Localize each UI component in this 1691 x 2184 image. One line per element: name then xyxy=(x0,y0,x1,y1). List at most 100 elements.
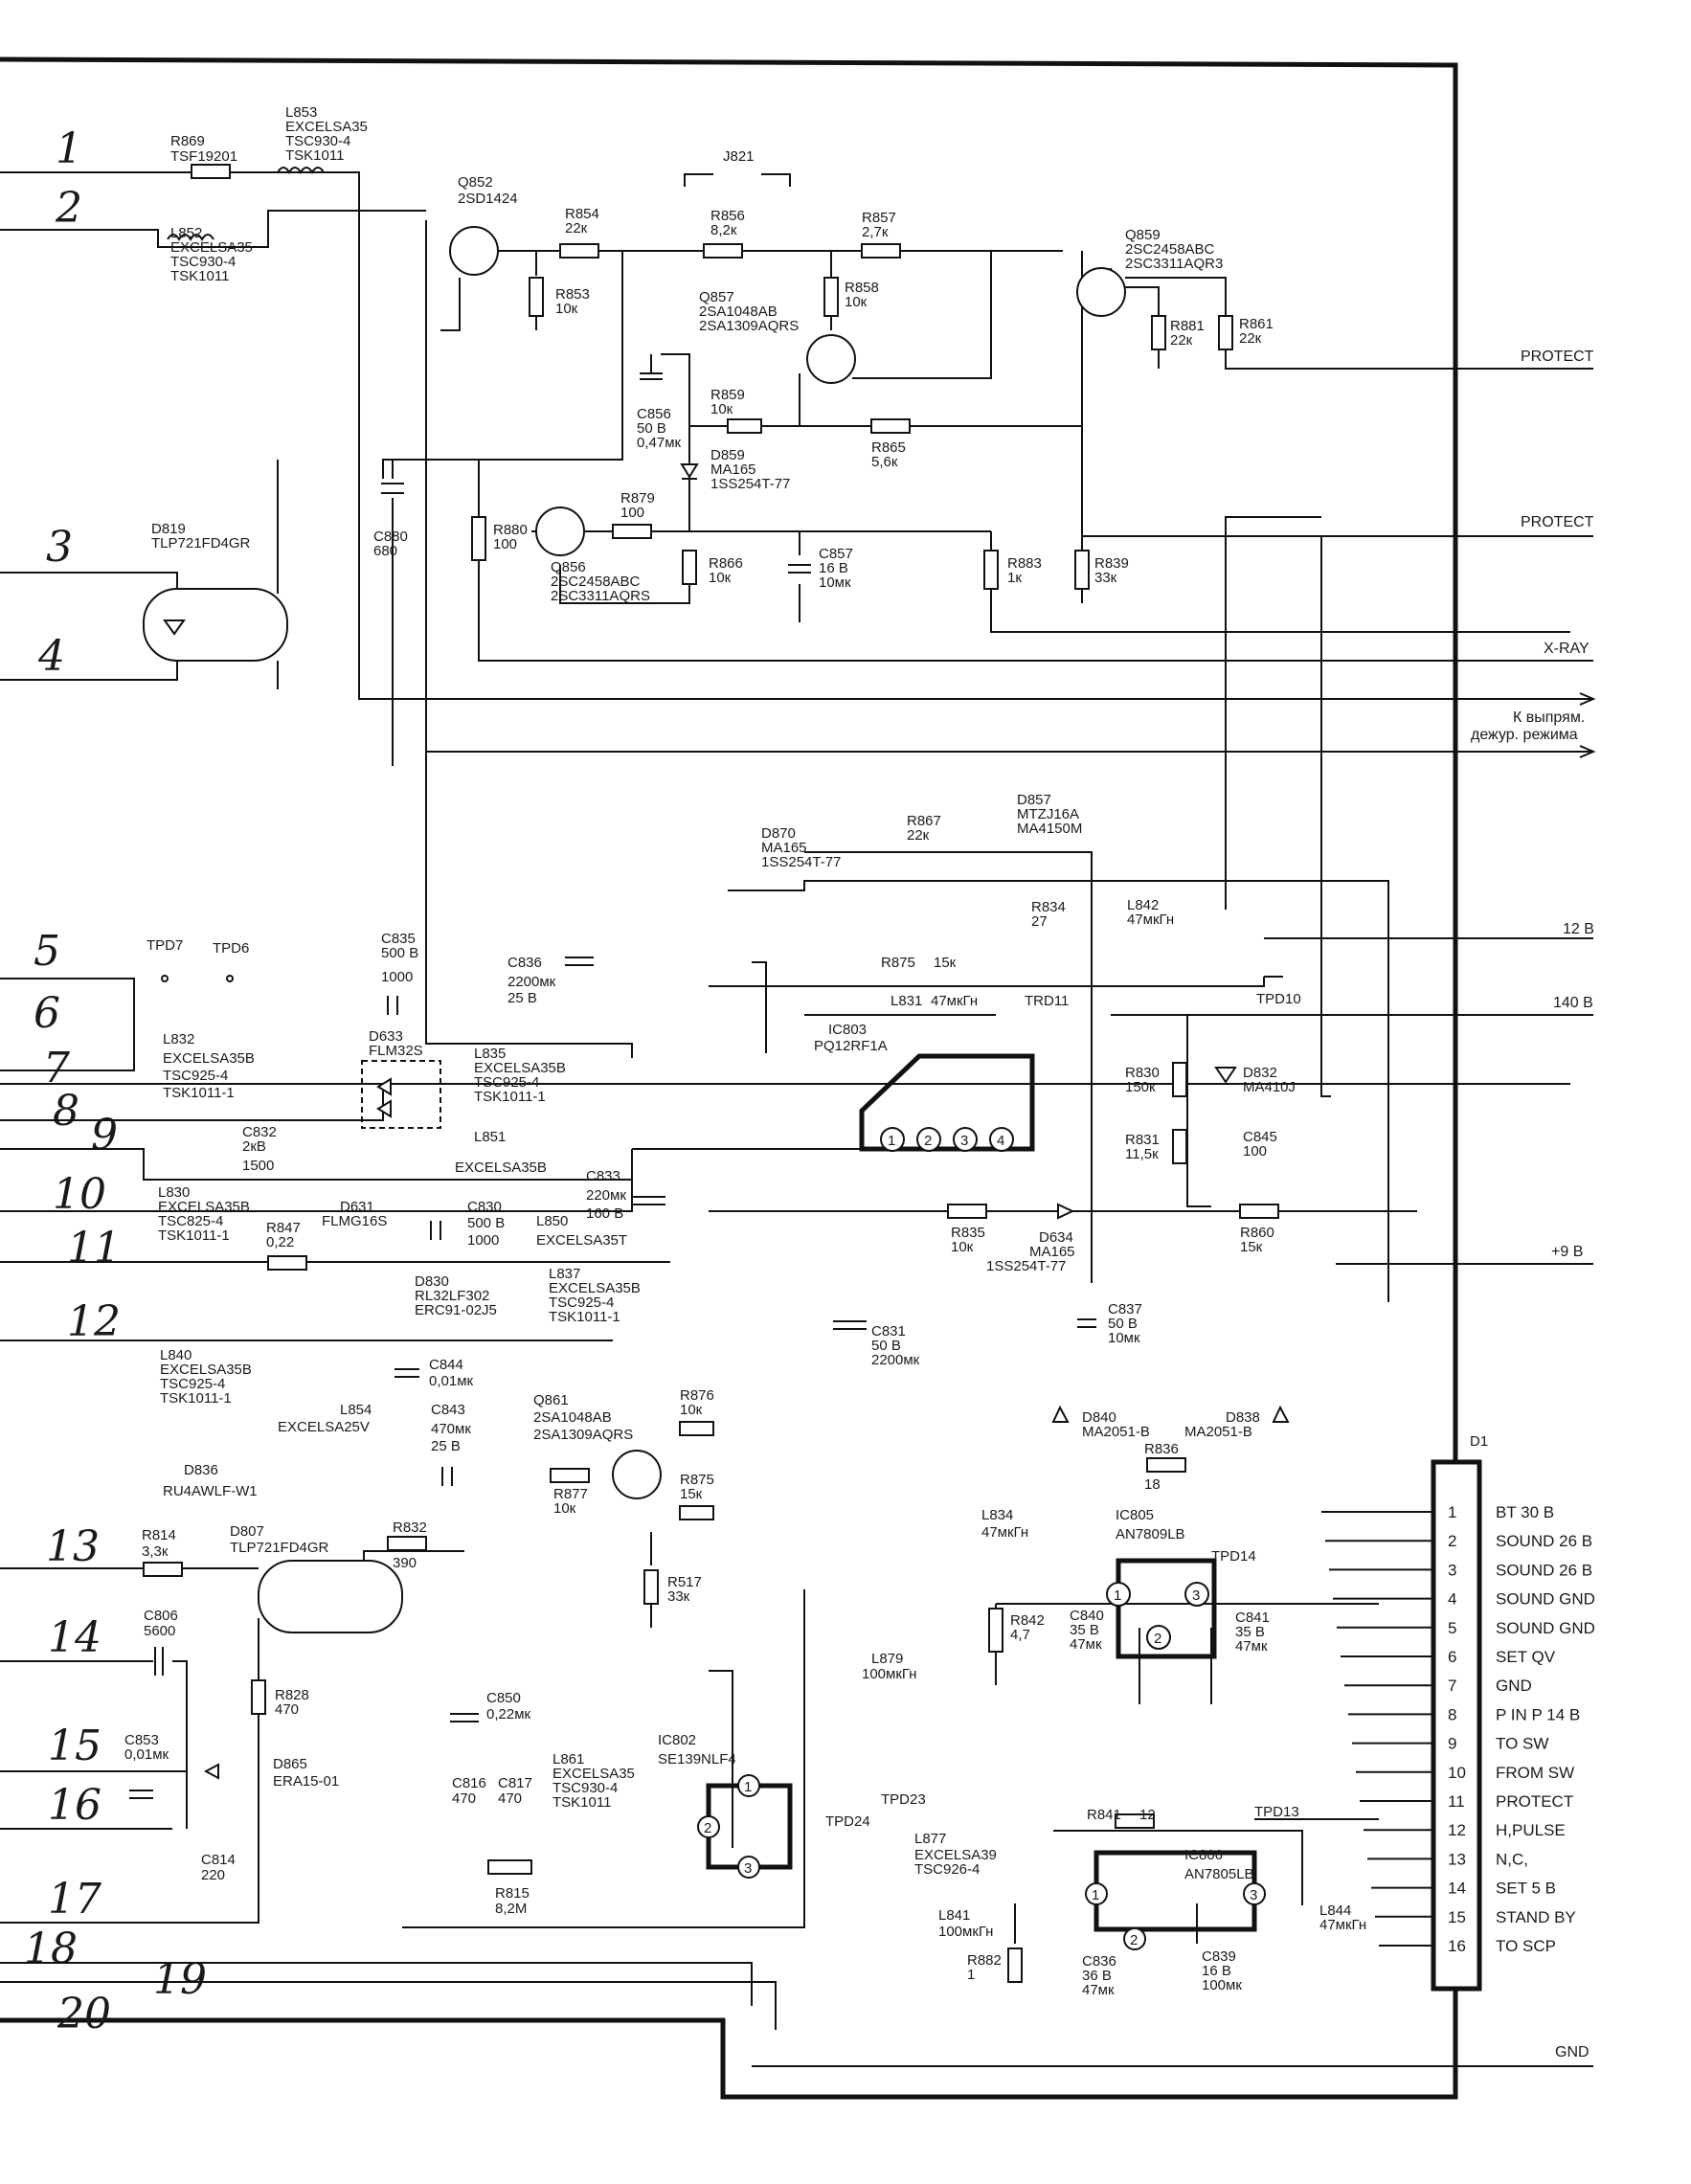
R815-value: 8,2M xyxy=(495,1901,527,1917)
TPD7-label: TPD7 xyxy=(147,937,183,954)
R832-name: R832 xyxy=(393,1520,427,1536)
C832-voltage: 2кВ xyxy=(242,1138,266,1155)
R882-name: R882 xyxy=(967,1952,1002,1969)
L853-type: EXCELSA35 xyxy=(285,119,368,135)
C853-value: 0,01мк xyxy=(124,1746,169,1763)
C857-value: 10мк xyxy=(819,574,851,591)
L830-alt2: TSK1011-1 xyxy=(158,1227,230,1244)
ic803-pin-2: 2 xyxy=(924,1133,932,1149)
C832-name: C832 xyxy=(242,1124,277,1140)
D859-part1: MA165 xyxy=(710,462,756,478)
C817-name: C817 xyxy=(498,1775,532,1791)
IC803-name: IC803 xyxy=(828,1022,867,1038)
R880-value: 100 xyxy=(493,536,517,552)
D857-part1: MTZJ16A xyxy=(1017,806,1079,822)
L853-alt2: TSK1011 xyxy=(285,147,344,164)
R879-name: R879 xyxy=(620,490,655,507)
net-protect-1: PROTECT xyxy=(1521,349,1594,365)
R875a-value: 15к xyxy=(934,955,957,971)
D830-part2: ERC91-02J5 xyxy=(415,1302,497,1318)
C835-voltage: 500 В xyxy=(381,945,418,961)
R876-name: R876 xyxy=(680,1387,714,1404)
TPD6-label: TPD6 xyxy=(213,940,249,957)
C833-value: 220мк xyxy=(586,1187,626,1204)
Q852-part: 2SD1424 xyxy=(458,191,518,207)
D634-part2: 1SS254T-77 xyxy=(986,1258,1066,1274)
C806-name: C806 xyxy=(144,1608,178,1624)
wire-number-17: 17 xyxy=(48,1875,101,1924)
D633-name: D633 xyxy=(369,1028,403,1045)
R814-value: 3,3к xyxy=(142,1543,169,1560)
handwritten-numbers: 1 2 3 4 5 6 7 8 9 10 11 12 13 14 15 16 1… xyxy=(24,124,207,2038)
L831-value: 47мкГн xyxy=(931,993,978,1009)
D807-name: D807 xyxy=(230,1523,264,1540)
IC805-part: AN7809LB xyxy=(1116,1526,1185,1542)
Q856-part2: 2SC3311AQRS xyxy=(551,588,650,604)
R879-value: 100 xyxy=(620,505,644,521)
Q856-part1: 2SC2458ABC xyxy=(551,574,641,590)
C814-value: 220 xyxy=(201,1867,225,1883)
R859-name: R859 xyxy=(710,387,745,403)
connector-pin-label: H,PULSE xyxy=(1496,1821,1566,1839)
ic802-pin-3: 3 xyxy=(744,1860,752,1877)
C837-voltage: 50 В xyxy=(1108,1316,1138,1332)
R867-name: R867 xyxy=(907,813,941,829)
TPD6-point[interactable] xyxy=(226,975,234,982)
R517-value: 33к xyxy=(667,1588,690,1605)
wire-number-14: 14 xyxy=(48,1613,101,1662)
C833-name: C833 xyxy=(586,1168,620,1184)
connector-pin-label: SOUND 26 B xyxy=(1496,1532,1592,1550)
C817-value: 470 xyxy=(498,1790,522,1807)
R875b-value: 15к xyxy=(680,1486,703,1502)
D870-part1: MA165 xyxy=(761,840,807,856)
TPD14-label: TPD14 xyxy=(1211,1548,1256,1565)
connector-pin-label: GND xyxy=(1496,1677,1532,1695)
C831-name: C831 xyxy=(871,1323,906,1340)
ic803-pin-4: 4 xyxy=(997,1133,1004,1149)
R859-value: 10к xyxy=(710,401,733,417)
L852-name: L852 xyxy=(170,225,202,241)
C831-voltage: 50 В xyxy=(871,1338,901,1354)
D634-part1: MA165 xyxy=(1029,1244,1075,1260)
C845-value: 100 xyxy=(1243,1143,1267,1160)
Q859-name: Q859 xyxy=(1125,227,1161,243)
wire-number-5: 5 xyxy=(34,927,60,976)
IC806-name: IC806 xyxy=(1184,1847,1223,1863)
connector-pin-number: 5 xyxy=(1448,1619,1456,1637)
connector-pin-label: SET 5 B xyxy=(1496,1880,1556,1898)
C836a-name: C836 xyxy=(507,955,542,971)
connector-pin-number: 14 xyxy=(1448,1880,1466,1898)
C841-value: 47мк xyxy=(1235,1638,1268,1655)
L835-alt2: TSK1011-1 xyxy=(474,1089,546,1105)
C844-value: 0,01мк xyxy=(429,1373,474,1389)
C830-value: 1000 xyxy=(467,1232,499,1249)
R828-name: R828 xyxy=(275,1687,309,1703)
D857-part2: MA4150M xyxy=(1017,821,1082,837)
D857-name: D857 xyxy=(1017,792,1051,808)
Q859-part1: 2SC2458ABC xyxy=(1125,241,1215,258)
L832-type: EXCELSA35B xyxy=(163,1050,255,1067)
R834-value: 27 xyxy=(1031,913,1048,930)
wire-number-8: 8 xyxy=(53,1087,79,1136)
C839-value: 100мк xyxy=(1202,1977,1242,1993)
C833-voltage: 160 В xyxy=(586,1205,623,1222)
D865-name: D865 xyxy=(273,1756,307,1772)
L861-name: L861 xyxy=(552,1751,584,1767)
L835-alt1: TSC925-4 xyxy=(474,1074,539,1091)
R831-name: R831 xyxy=(1125,1132,1160,1148)
C841-voltage: 35 В xyxy=(1235,1624,1265,1640)
C839-name: C839 xyxy=(1202,1948,1236,1965)
C843-value: 470мк xyxy=(431,1421,471,1437)
TPD7-point[interactable] xyxy=(161,975,169,982)
R866-name: R866 xyxy=(709,555,743,572)
R831-value: 11,5к xyxy=(1125,1146,1159,1162)
C845-name: C845 xyxy=(1243,1129,1277,1145)
wire-number-7: 7 xyxy=(43,1044,70,1092)
labels-lower: L834 47мкГн IC805 AN7809LB TPD14 R814 3,… xyxy=(124,1507,1366,1998)
TPD13-label: TPD13 xyxy=(1254,1804,1299,1820)
ic802-pin-1: 1 xyxy=(744,1779,752,1795)
wire-number-2: 2 xyxy=(55,184,82,233)
R853-name: R853 xyxy=(555,286,590,303)
L851-type: EXCELSA35B xyxy=(455,1160,547,1176)
L830-name: L830 xyxy=(158,1184,190,1201)
